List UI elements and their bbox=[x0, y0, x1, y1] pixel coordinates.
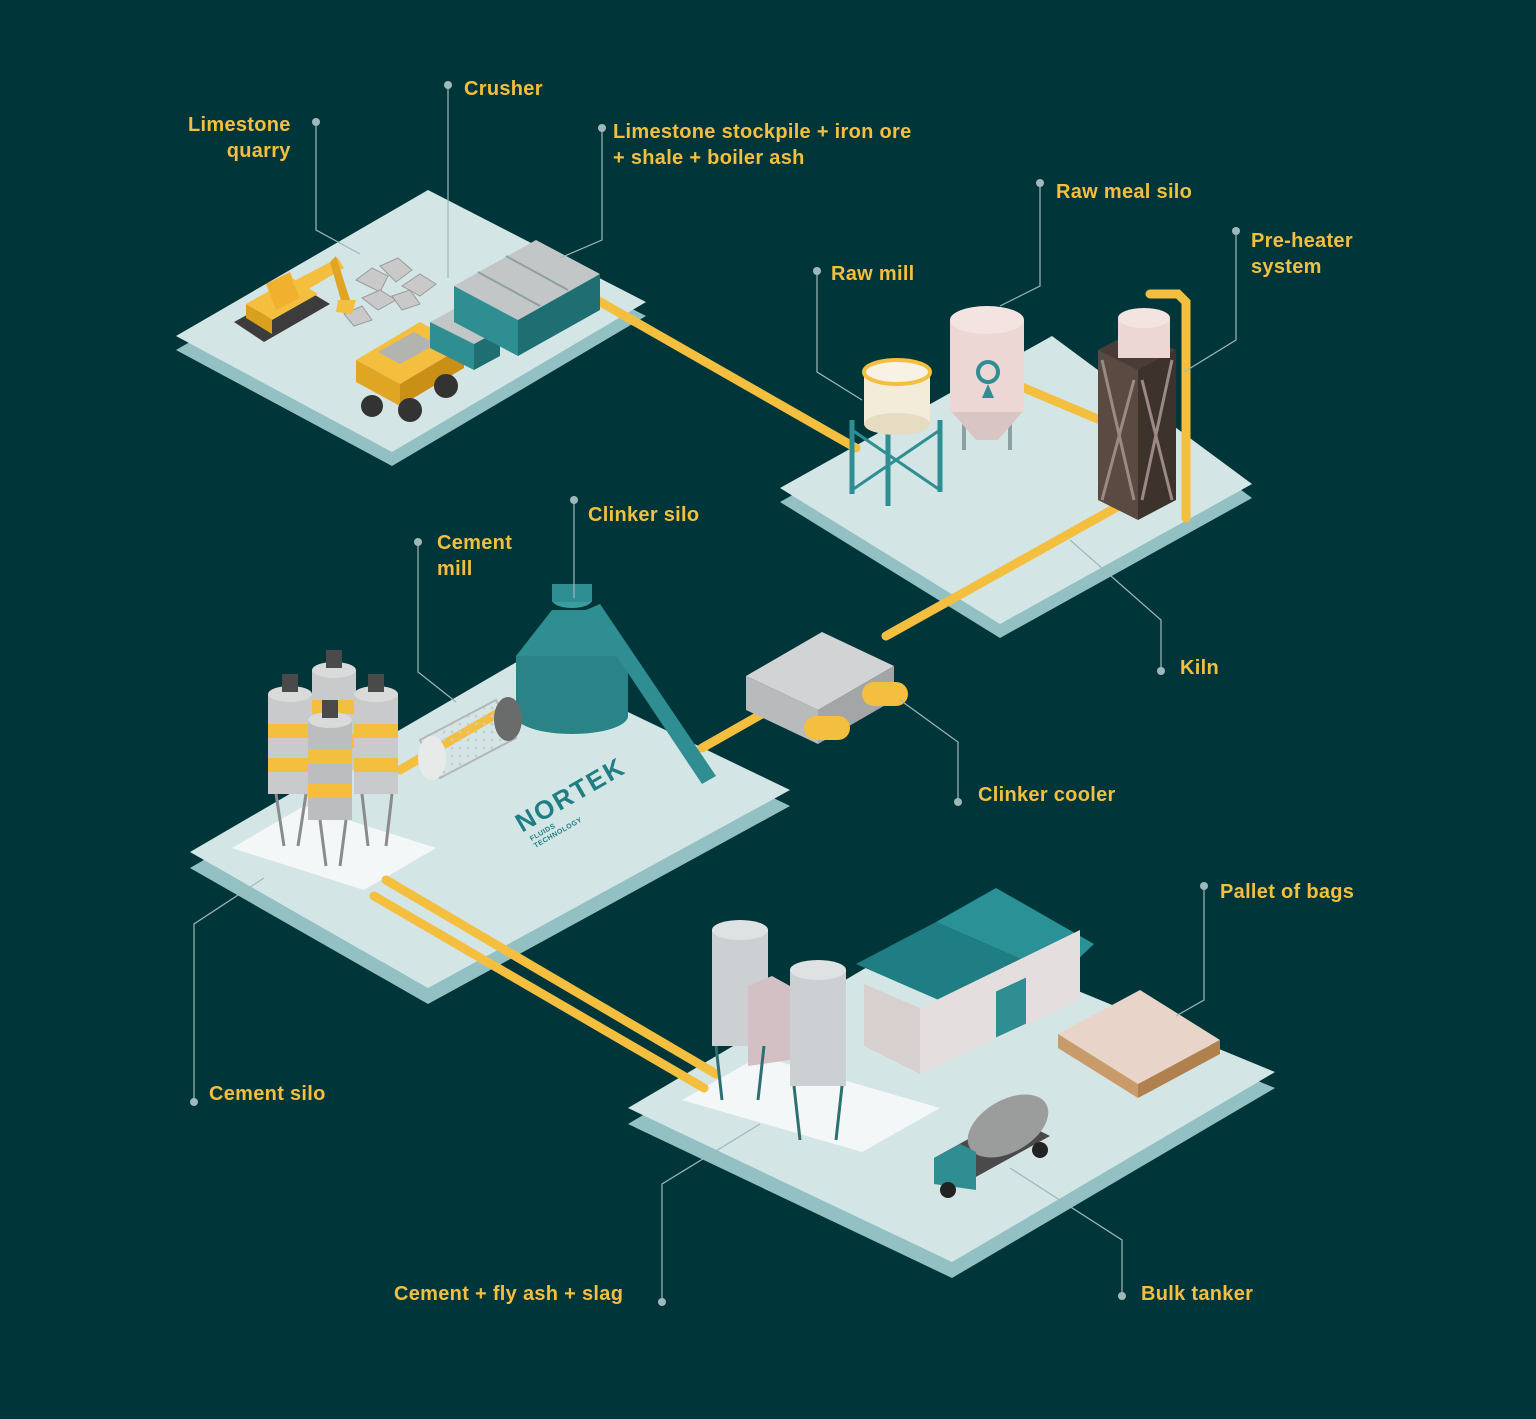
label-line: quarry bbox=[226, 140, 291, 162]
dispatch-silos-icon bbox=[712, 920, 846, 1141]
pallet-icon bbox=[1058, 990, 1220, 1098]
leader-lines bbox=[193, 85, 1237, 1302]
label-line: + shale + boiler ash bbox=[613, 147, 805, 169]
label-line: mill bbox=[437, 558, 473, 580]
label-line: system bbox=[1251, 256, 1322, 278]
label-line: Limestone stockpile + iron ore bbox=[613, 121, 912, 143]
label-limestone-quarry: Limestone quarry bbox=[188, 112, 291, 164]
label-cement-fly-ash-slag: Cement + fly ash + slag bbox=[394, 1283, 624, 1305]
clinker-silo-icon bbox=[516, 584, 716, 784]
label-cement-mill: Cement mill bbox=[437, 530, 512, 582]
leader-dots bbox=[190, 81, 1240, 1306]
raw-meal-silo-icon bbox=[950, 306, 1024, 450]
label-line: Limestone bbox=[188, 114, 291, 136]
label-pallet-of-bags: Pallet of bags bbox=[1220, 881, 1355, 903]
pre-heater-tower-icon bbox=[1098, 308, 1176, 520]
crusher-icon bbox=[430, 240, 600, 370]
raw-mill-icon bbox=[849, 358, 943, 506]
label-line: Pre-heater bbox=[1251, 230, 1353, 252]
warehouse-icon bbox=[856, 888, 1094, 1074]
dump-truck-icon bbox=[356, 322, 464, 422]
label-crusher: Crusher bbox=[464, 78, 543, 100]
label-clinker-cooler: Clinker cooler bbox=[978, 784, 1116, 806]
label-clinker-silo: Clinker silo bbox=[588, 504, 700, 526]
label-kiln: Kiln bbox=[1180, 657, 1219, 679]
label-raw-mill: Raw mill bbox=[831, 263, 915, 285]
label-cement-silo: Cement silo bbox=[209, 1083, 326, 1105]
clinker-cooler-icon bbox=[746, 632, 908, 744]
cement-silo-group-icon bbox=[268, 650, 398, 867]
label-raw-meal-silo: Raw meal silo bbox=[1056, 181, 1193, 203]
cement-mill-icon bbox=[418, 697, 522, 780]
platform-cement bbox=[190, 660, 790, 1004]
concrete-mixer-truck-icon bbox=[934, 1094, 1050, 1198]
label-bulk-tanker: Bulk tanker bbox=[1141, 1283, 1254, 1305]
excavator-icon bbox=[234, 256, 356, 342]
label-stockpile: Limestone stockpile + iron ore + shale +… bbox=[613, 119, 912, 171]
label-pre-heater: Pre-heater system bbox=[1251, 228, 1353, 280]
label-line: Cement bbox=[437, 532, 513, 554]
